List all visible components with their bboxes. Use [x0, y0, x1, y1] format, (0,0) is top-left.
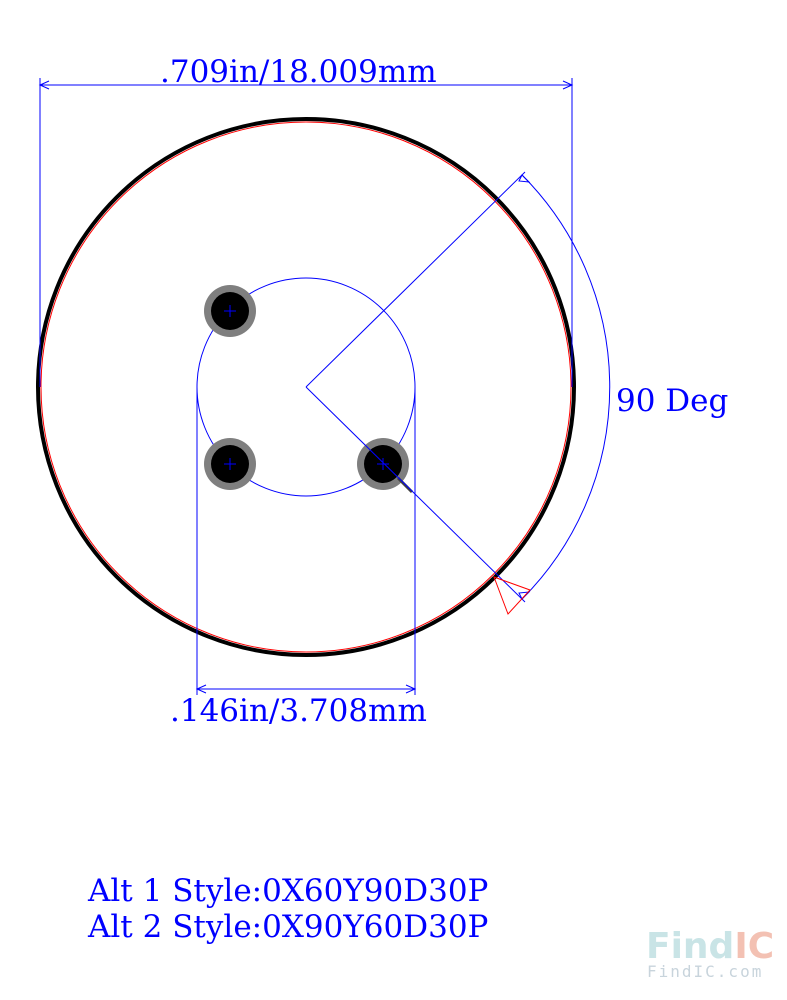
angle-label: 90 Deg	[616, 383, 728, 419]
angle-arrow-top	[518, 174, 531, 183]
package-outline	[36, 117, 576, 657]
watermark-brand-a: Find	[646, 926, 734, 967]
watermark-url: FindIC.com	[647, 962, 763, 981]
pin-circle-diameter-label: .146in/3.708mm	[170, 693, 427, 729]
alt2-style-note: Alt 2 Style:0X90Y60D30P	[87, 909, 488, 945]
angle-arc	[521, 174, 611, 600]
outer-diameter-label: .709in/18.009mm	[160, 54, 437, 90]
pin-circle-dimension	[195, 387, 417, 695]
pin-3	[357, 438, 414, 494]
svg-text:FindIC: FindIC	[646, 926, 774, 967]
outer-diameter-dimension	[38, 78, 574, 387]
package-outline-inner	[40, 121, 572, 653]
alt1-style-note: Alt 1 Style:0X60Y90D30P	[87, 873, 488, 909]
triangle-key-icon	[493, 576, 531, 615]
pin-2	[204, 438, 256, 490]
watermark-brand-b: IC	[734, 926, 774, 967]
findic-watermark: FindIC FindIC.com	[646, 926, 774, 981]
pin-1	[204, 285, 256, 337]
